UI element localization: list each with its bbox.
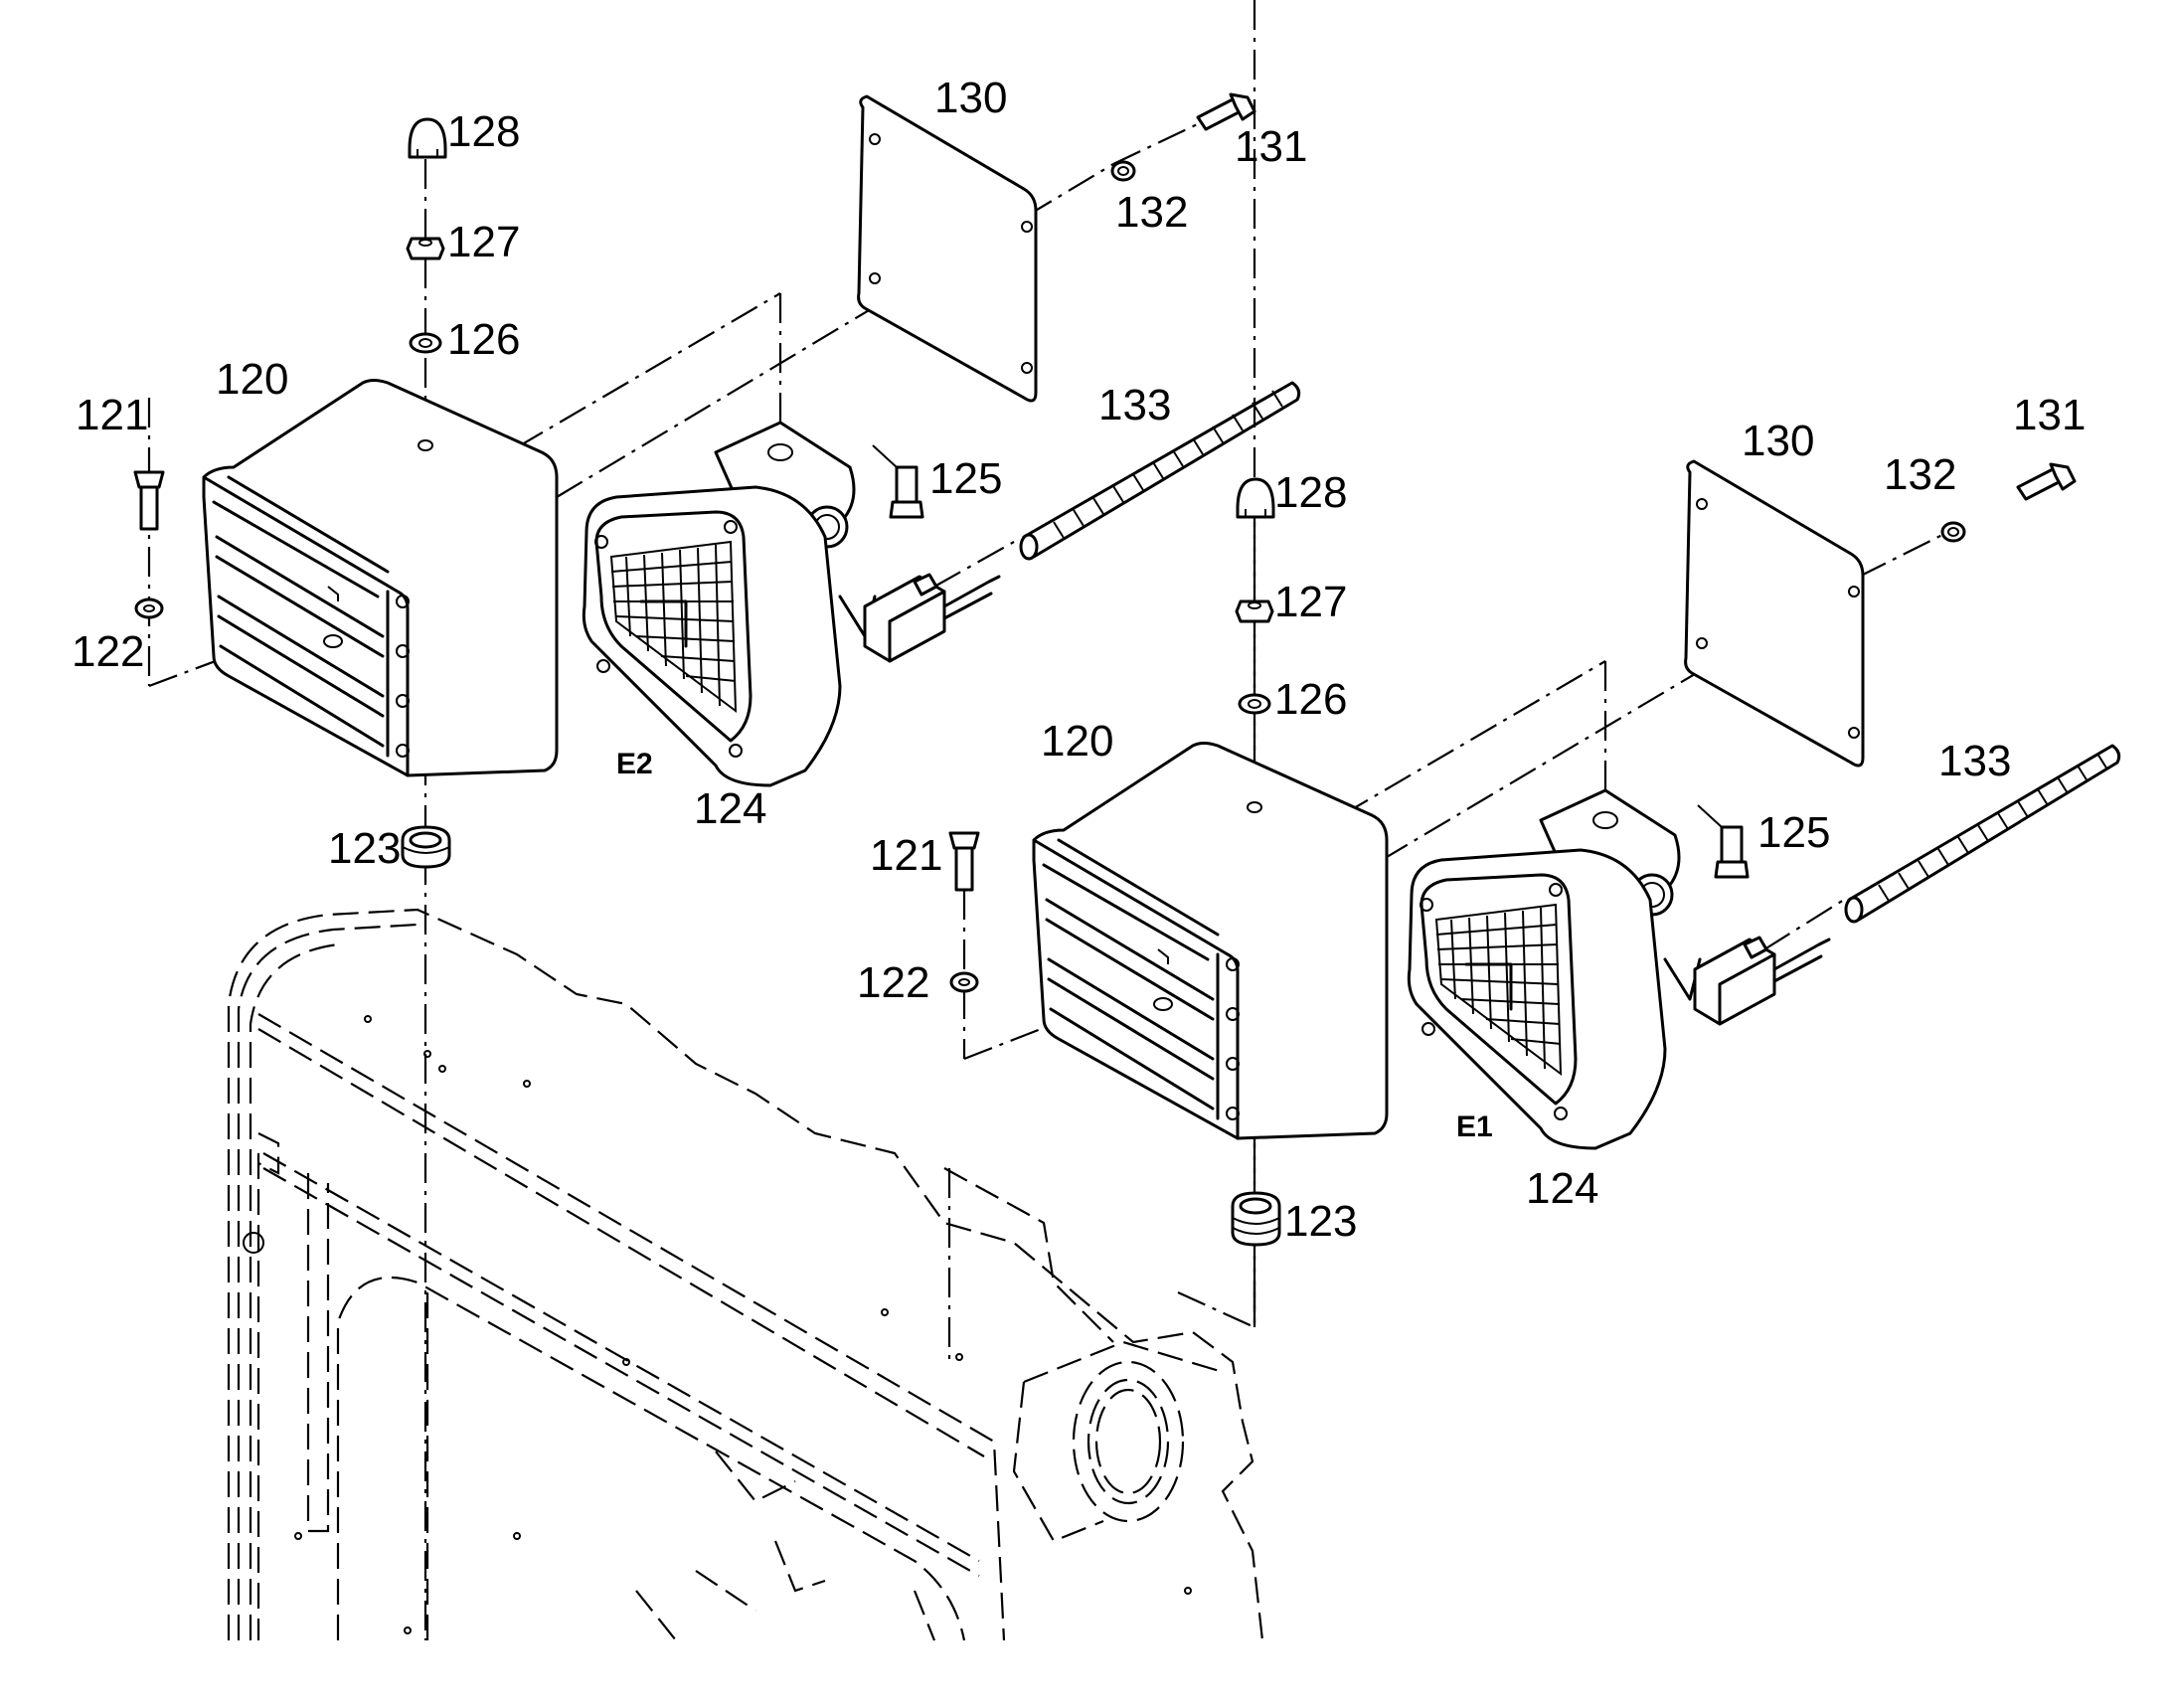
callout-screw: 125 (929, 454, 1002, 503)
callout-cap-nut: 128 (447, 107, 520, 156)
housing (1032, 742, 1389, 1140)
callout-housing: 120 (216, 355, 288, 404)
assembly-e2 (133, 92, 1301, 1640)
bolt (133, 470, 165, 619)
callout-lamp: 124 (1526, 1164, 1598, 1213)
screw (872, 444, 924, 519)
callout-washer: 126 (1274, 675, 1347, 724)
plate (857, 94, 1038, 403)
callout-screw: 125 (1757, 808, 1830, 857)
lamp-designation: E2 (616, 748, 653, 780)
frame-outline (227, 908, 1264, 1641)
callout-nut: 127 (1274, 578, 1347, 626)
callout-conduit: 133 (1938, 737, 2011, 785)
callout-conduit: 133 (1098, 381, 1171, 429)
callout-plate: 130 (1742, 417, 1814, 465)
conduit (1844, 744, 2121, 924)
nut (406, 237, 445, 260)
grommet (401, 825, 451, 869)
housing (202, 379, 559, 777)
callout-plate-bolt: 131 (1235, 122, 1307, 171)
grommet (1231, 1191, 1281, 1247)
screw (1697, 804, 1750, 879)
callout-plate-bolt: 131 (2013, 391, 2086, 439)
plate-bolt (1940, 462, 2077, 543)
washer (409, 332, 442, 354)
labels-e1: 128 127 126 120 121 122 123 130 131 132 … (857, 391, 2086, 1246)
callout-bolt: 121 (76, 391, 148, 439)
labels-e2: 128 127 126 120 121 122 123 130 131 132 … (72, 74, 1307, 873)
callout-plate: 130 (934, 74, 1007, 122)
callout-plate-washer: 132 (1115, 188, 1188, 237)
conduit (1019, 381, 1301, 561)
callout-cap-nut: 128 (1274, 468, 1347, 517)
washer (1238, 693, 1271, 715)
cap-nut (1236, 477, 1275, 519)
callout-grommet: 123 (328, 824, 401, 873)
callout-bolt: 121 (870, 831, 942, 880)
callout-grommet: 123 (1284, 1197, 1357, 1246)
cap-nut (408, 117, 447, 159)
callout-lamp: 124 (694, 784, 766, 833)
assembly-e1 (947, 0, 2121, 1362)
callout-housing: 120 (1041, 717, 1113, 766)
callout-plate-washer: 132 (1884, 450, 1956, 499)
nut (1235, 599, 1274, 623)
connector (1693, 936, 1831, 1026)
connector (863, 573, 1001, 663)
callout-washer-bolt: 122 (857, 958, 929, 1007)
callout-nut: 127 (447, 218, 520, 266)
lamp (1407, 788, 1702, 1150)
callout-washer: 126 (447, 315, 520, 364)
callout-washer-bolt: 122 (72, 627, 144, 676)
plate (1684, 459, 1865, 768)
bolt (948, 831, 980, 993)
plate-bolt (1110, 92, 1256, 182)
lamp-grid (1435, 907, 1562, 1070)
lamp (582, 421, 877, 787)
lamp-designation: E1 (1456, 1110, 1493, 1143)
